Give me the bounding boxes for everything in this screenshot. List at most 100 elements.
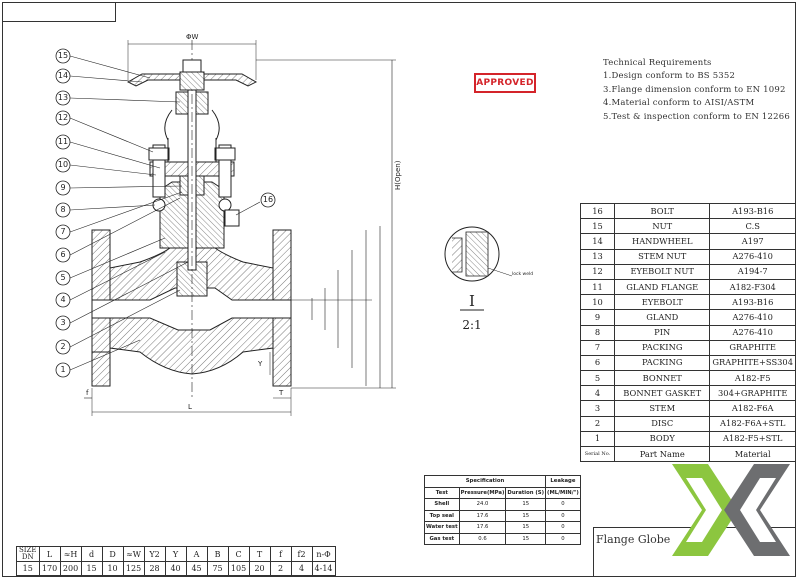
part-material: A193-B16: [709, 294, 796, 311]
dim-value: 2: [269, 561, 292, 576]
part-material: A182-F5: [709, 370, 796, 387]
part-callout-5: 5: [60, 273, 66, 282]
dim-header: C: [227, 546, 250, 562]
spec-test-name: Shell: [424, 498, 460, 511]
technical-requirements: Technical Requirements 1.Design conform …: [603, 57, 790, 124]
dim-header: B: [206, 546, 229, 562]
part-material: A276-410: [709, 324, 796, 341]
dim-value: 75: [206, 561, 229, 576]
h-dimension-label: H(Open): [394, 160, 402, 190]
part-callout-9: 9: [60, 183, 66, 192]
part-material: A276-410: [709, 248, 796, 265]
part-number: 16: [579, 202, 616, 220]
part-material: A182-F304: [709, 278, 796, 296]
tech-req-item: 4.Material conform to AISI/ASTM: [603, 98, 755, 109]
part-material: A193-B16: [709, 202, 796, 220]
part-name: NUT: [614, 218, 711, 235]
dim-header: T: [248, 546, 271, 562]
part-callout-4: 4: [60, 295, 66, 304]
part-material: 304+GRAPHITE: [709, 385, 796, 402]
part-number: 6: [579, 354, 616, 372]
spec-duration: 15: [505, 521, 547, 534]
product-name: Flange Globe: [596, 533, 671, 546]
part-name: EYEBOLT: [614, 294, 711, 311]
dim-value: 10: [101, 561, 124, 576]
detail-view-label: I: [469, 292, 475, 310]
dim-value: 20: [248, 561, 271, 576]
part-name: EYEBOLT NUT: [614, 263, 711, 280]
spec-test-name: Water test: [424, 521, 460, 534]
part-callout-8: 8: [60, 205, 66, 214]
size-label: SIZE DN: [16, 546, 40, 562]
spec-header: Specification: [423, 475, 547, 488]
part-material: A194-7: [709, 263, 796, 280]
dim-value: 4-14: [311, 561, 336, 576]
part-material: C.S: [709, 218, 796, 235]
part-name: BODY: [614, 430, 711, 448]
part-name: STEM: [614, 400, 711, 417]
t-dimension-label: T: [279, 389, 284, 397]
part-number: 3: [579, 400, 616, 417]
part-number: 4: [579, 385, 616, 402]
tech-req-item: 5.Test & inspection conform to EN 12266: [603, 111, 790, 122]
dim-header: d: [80, 546, 103, 562]
approved-stamp: APPROVED: [474, 73, 536, 93]
spec-pressure: 24.0: [458, 498, 507, 511]
dim-value: 45: [185, 561, 208, 576]
dim-header: Y: [164, 546, 187, 562]
dim-header: ≈W: [122, 546, 145, 562]
dim-value: 15: [80, 561, 103, 576]
spec-leakage: 0: [545, 509, 581, 522]
part-name: PACKING: [614, 339, 711, 356]
dim-value: 40: [164, 561, 187, 576]
part-number: Serial No.: [579, 445, 616, 463]
lock-weld-note: lock weld: [512, 272, 534, 277]
dim-value: 28: [143, 561, 166, 576]
pressure-col-header: Pressure(MPa): [458, 486, 507, 499]
leak-unit-header: (ML/MIN/"): [545, 486, 581, 499]
part-material: A197: [709, 233, 796, 250]
part-material: A182-F6A: [709, 400, 796, 417]
company-logo: [672, 464, 790, 556]
tech-req-title: Technical Requirements: [603, 58, 712, 68]
l-dimension-label: L: [188, 403, 192, 411]
spec-duration: 15: [505, 498, 547, 511]
spec-test-table: Specification Leakage Test Pressure(MPa)…: [423, 475, 581, 545]
part-number: 15: [579, 218, 616, 235]
dim-value: 105: [227, 561, 250, 576]
part-callout-15: 15: [57, 51, 69, 60]
tech-req-item: 3.Flange dimension conform to EN 1092: [603, 84, 786, 95]
part-number: 5: [579, 370, 616, 387]
spec-leakage: 0: [545, 498, 581, 511]
part-number: 13: [579, 248, 616, 265]
dim-header: ≈H: [59, 546, 82, 562]
dim-value: 4: [290, 561, 313, 576]
dim-header: D: [101, 546, 124, 562]
corner-title-box: [2, 2, 116, 22]
part-number: 1: [579, 430, 616, 448]
f-dimension-label: f: [86, 389, 89, 397]
part-material: A276-410: [709, 309, 796, 326]
dim-header: A: [185, 546, 208, 562]
part-callout-2: 2: [60, 342, 66, 351]
dim-header: Y2: [143, 546, 166, 562]
leakage-header: Leakage: [545, 475, 581, 488]
